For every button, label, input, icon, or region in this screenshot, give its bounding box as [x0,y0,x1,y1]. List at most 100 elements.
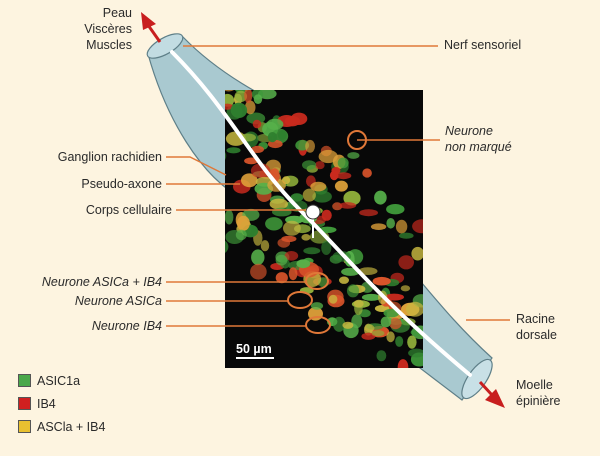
micrograph-cell [346,284,360,298]
micrograph-cell [315,161,325,170]
micrograph-cell [290,112,308,126]
label-dorsal-root-1: Racine [516,312,555,326]
micrograph-cell [386,218,396,229]
nerve-end-top [146,33,184,59]
cell-body-marker [305,204,321,220]
micrograph-cell [334,180,348,192]
label-cell-body: Corps cellulaire [85,203,172,217]
micrograph-cell [260,240,270,252]
micrograph-cell [241,173,258,188]
micrograph-cell [408,348,423,358]
micrograph-cell [284,251,299,261]
micrograph-cell [395,219,408,234]
micrograph-cell [278,130,287,140]
micrograph-cell [283,220,301,236]
micrograph-cell [337,157,349,169]
label-spinal-cord-2: épinière [516,394,561,408]
micrograph-cell [302,188,316,202]
micrograph-cell [244,90,253,104]
label-dorsal-root-2: dorsale [516,328,557,342]
micrograph-cell [234,90,248,103]
micrograph-cell [374,190,387,205]
micrograph-cell [386,204,405,215]
micrograph-cell [246,112,266,125]
outline-neuron-asic [287,291,313,309]
micrograph-cell [318,149,338,164]
micrograph-cell [407,335,417,349]
micrograph-cell [310,302,324,310]
label-sensory-nerve: Nerf sensoriel [444,38,522,52]
micrograph-cell [343,190,361,206]
micrograph-cell [371,330,385,337]
micrograph-cell [296,259,311,269]
micrograph-cell [272,207,292,217]
micrograph-cell [267,132,277,143]
micrograph-cell [384,293,405,301]
micrograph-cell [395,336,404,347]
label-pseudo-axon: Pseudo-axone [81,177,162,191]
label-muscles: Muscles [86,38,132,52]
micrograph-cell [225,93,235,107]
micrograph-cell [335,172,352,180]
micrograph-cell [275,272,288,284]
label-unlabeled-neuron-1: Neurone [445,124,493,138]
micrograph-cell [288,267,298,281]
micrograph-cell [331,167,341,175]
micrograph-cell [328,294,338,304]
micrograph-cell [397,359,409,368]
micrograph-cell [424,263,435,272]
scale-bar [236,357,274,359]
micrograph-cell [361,293,381,301]
micrograph-cell [400,285,411,292]
leader-lines [166,45,510,327]
micrograph-cell [251,145,264,153]
micrograph-cell [253,94,263,104]
micrograph-cell [235,229,247,241]
micrograph-cell [380,316,392,328]
micrograph-cell [405,301,423,317]
micrograph-cell [266,118,284,130]
legend-swatch-red [18,397,31,410]
micrograph-cell [411,246,423,261]
micrograph-cell [362,168,372,178]
micrograph-cell [225,209,234,225]
label-neuron-ib4: Neurone IB4 [91,319,162,333]
micrograph-cell [389,317,402,330]
micrograph-cell [252,119,262,129]
micrograph-cell [250,263,267,280]
scale-bar-label: 50 µm [236,342,272,356]
label-spinal-cord-1: Moelle [516,378,553,392]
direction-arrow-bottom [478,380,505,408]
label-neuron-asic: Neurone ASICa [74,294,162,308]
micrograph-cell [310,181,327,192]
label-dorsal-root-ganglion: Ganglion rachidien [57,150,162,164]
micrograph-cell [251,249,265,266]
outline-neuron-ib4 [305,316,331,334]
micrograph-cell [225,240,229,253]
micrograph-cell [412,219,423,234]
micrograph-cell [275,254,288,266]
micrograph-cell [399,232,414,239]
micrograph-cell [376,350,387,362]
micrograph-cell [321,240,332,255]
micrograph-cell [386,331,395,343]
micrograph-cell [372,276,391,286]
micrograph-cell [361,332,376,340]
micrograph-cell [303,247,321,255]
micrograph-cell [339,202,357,209]
label-skin: Peau [102,6,132,20]
micrograph-cell [301,234,311,241]
direction-arrow-top [141,12,162,43]
micrograph-cell [269,198,288,210]
micrograph-cell [347,152,360,159]
micrograph-cell [398,255,415,270]
outline-neuron-asic-ib4 [305,272,329,290]
micrograph-cell [290,193,304,202]
micrograph-cell [305,139,315,153]
label-unlabeled-neuron-2: non marqué [445,140,512,154]
micrograph-cell [225,90,234,92]
micrograph-cell [342,321,354,329]
micrograph-cell [370,223,387,230]
